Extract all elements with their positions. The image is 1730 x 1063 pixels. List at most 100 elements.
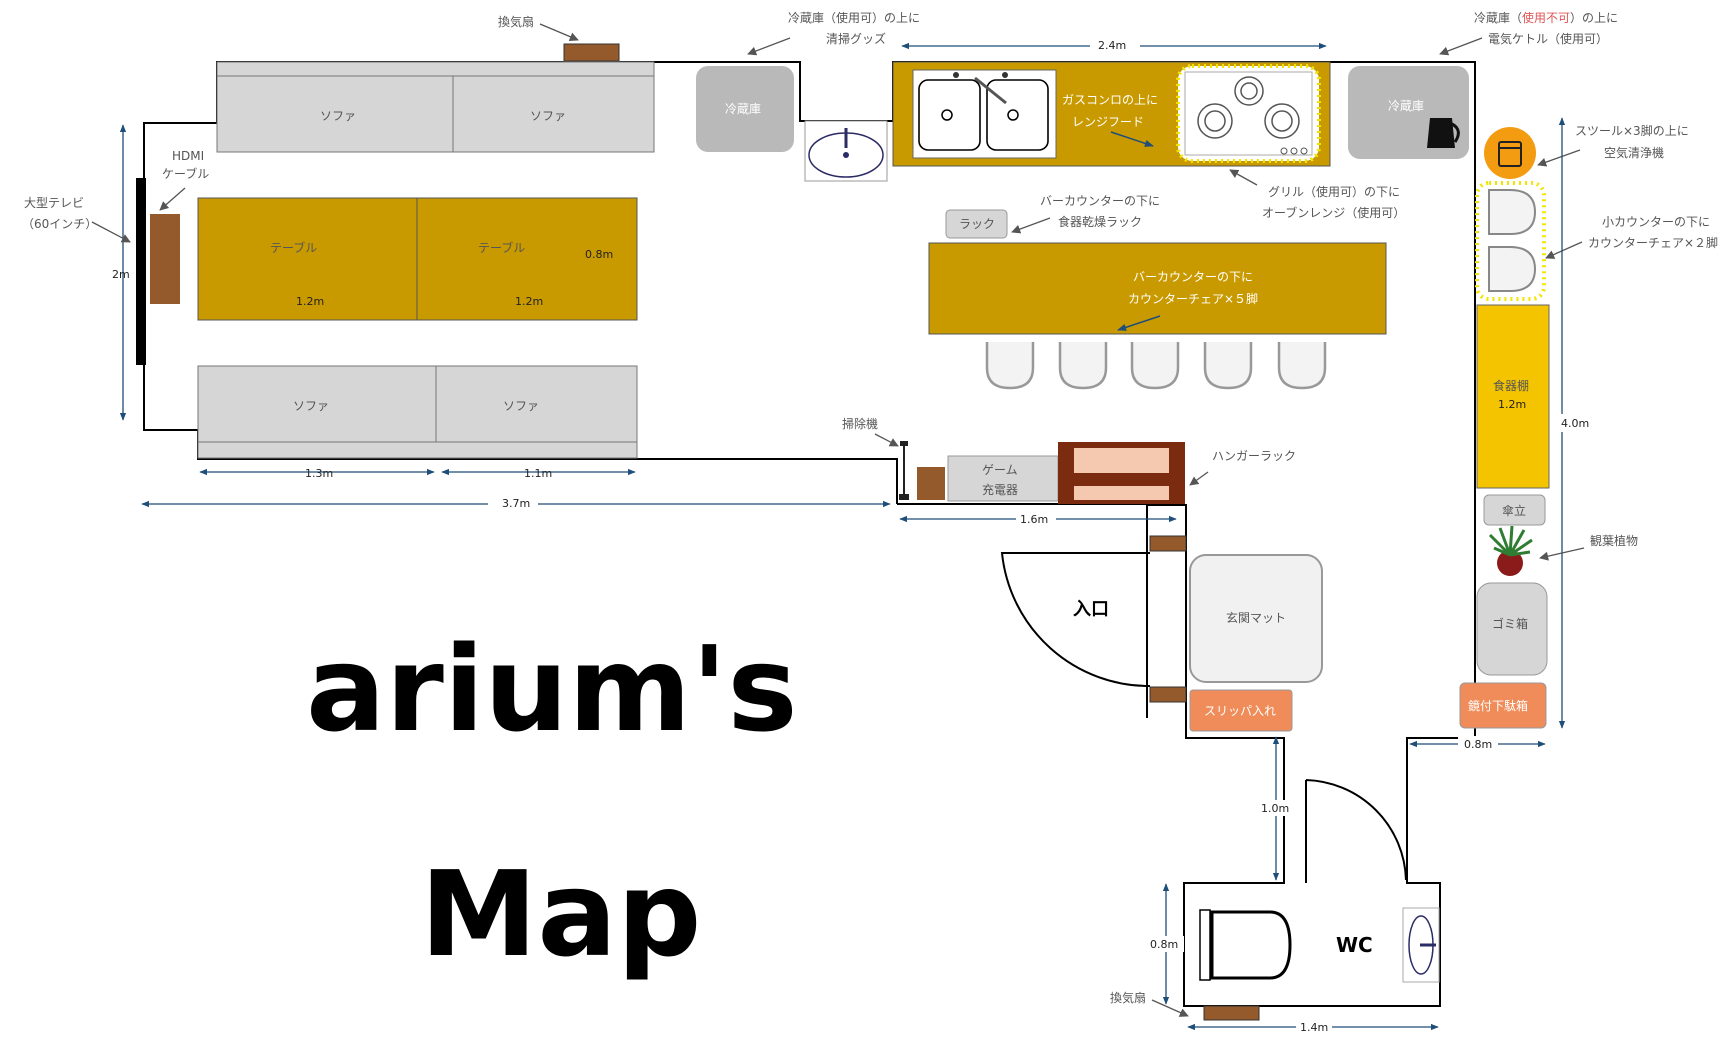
- entrance-mat: [1189, 554, 1323, 683]
- fridge-1: [696, 66, 794, 152]
- slipper-label: スリッパ入れ: [1204, 704, 1276, 718]
- fridge-note-2-pre: 冷蔵庫（: [1474, 11, 1522, 25]
- dim-hall: 1.6m: [1020, 513, 1048, 526]
- tv-label-1: 大型テレビ: [24, 196, 84, 210]
- dim-cupboard: 1.2m: [1498, 398, 1526, 411]
- sofa-back: [216, 61, 655, 77]
- map-title-line-2: Map: [420, 845, 702, 983]
- plant-icon: [1488, 525, 1533, 576]
- grill-label-1: グリル（使用可）の下に: [1268, 184, 1400, 199]
- dim-right: 4.0m: [1561, 417, 1589, 430]
- kettle-icon: [1427, 118, 1460, 148]
- dim-kitchen: 2.4m: [1098, 39, 1126, 52]
- bar-area: ラック バーカウンターの下に 食器乾燥ラック バーカウンターの下に カウンターチ…: [928, 194, 1387, 390]
- tv-label-2: （60インチ）: [22, 217, 97, 231]
- fridge-note-1b: 清掃グッズ: [826, 31, 886, 46]
- dim-room: 3.7m: [502, 497, 530, 510]
- dim-table-w: 1.2m: [515, 295, 543, 308]
- sofa-back: [197, 441, 638, 459]
- sofa-1: [216, 75, 454, 153]
- dim-sofa-2: 1.1m: [524, 467, 552, 480]
- shoebox: [1459, 682, 1547, 729]
- door-jamb: [1149, 686, 1187, 703]
- small-counter-label-1: 小カウンターの下に: [1602, 215, 1710, 229]
- table-label: テーブル: [478, 240, 525, 255]
- umbrella-stand: [1483, 494, 1546, 526]
- sofa-label: ソファ: [503, 399, 539, 413]
- wash-basin: [804, 120, 888, 182]
- stool-label-1: スツール×3脚の上に: [1575, 123, 1689, 138]
- vent-fan: [563, 43, 620, 62]
- door-jamb: [1149, 535, 1187, 552]
- bar-chair: [1203, 342, 1253, 390]
- hdmi-label-1: HDMI: [172, 149, 204, 163]
- shoebox-label: 鏡付下駄箱: [1468, 698, 1528, 713]
- bar-chair: [1277, 342, 1327, 390]
- stool-label-2: 空気清浄機: [1604, 145, 1664, 160]
- kitchen: 冷蔵庫 ガスコンロの上に レンジフード: [696, 61, 1469, 220]
- wc-door[interactable]: [1305, 779, 1407, 883]
- dim-tv: 2m: [112, 268, 130, 281]
- hdmi-label-2: ケーブル: [162, 166, 209, 181]
- toilet-icon: [1199, 909, 1292, 981]
- fridge-note-2-red: 使用不可: [1522, 10, 1570, 25]
- hanger-rack: [1058, 442, 1185, 504]
- sofa-label: ソファ: [320, 109, 356, 123]
- wc: WC 0.8m 換気扇 1.4m: [1110, 779, 1440, 1035]
- rack-label: ラック: [959, 217, 995, 231]
- dim-wc-height: 0.8m: [1150, 938, 1178, 951]
- fridge-label: 冷蔵庫: [725, 102, 761, 116]
- dim-corridor-width: 0.8m: [1464, 738, 1492, 751]
- wc-label: WC: [1336, 933, 1373, 957]
- cupboard-label: 食器棚: [1493, 378, 1529, 393]
- dim-sofa-1: 1.3m: [305, 467, 333, 480]
- wc-basin: [1402, 907, 1440, 983]
- rack: [945, 209, 1008, 239]
- grill-label-2: オーブンレンジ（使用可）: [1262, 205, 1405, 220]
- fridge-note-2-post: ）の上に: [1570, 11, 1618, 25]
- hood-label-1: ガスコンロの上に: [1062, 93, 1158, 107]
- hanger-label: ハンガーラック: [1212, 449, 1296, 463]
- small-counter-chairs: [1475, 181, 1546, 301]
- tables: テーブル テーブル 1.2m 1.2m 0.8m: [197, 197, 638, 321]
- fan-wc-label: 換気扇: [1110, 990, 1146, 1005]
- dim-table-w: 1.2m: [296, 295, 324, 308]
- bar-chairs: [985, 342, 1327, 390]
- dim-corridor-height: 1.0m: [1261, 802, 1289, 815]
- sofa-4: [435, 365, 638, 443]
- sofa-label: ソファ: [530, 109, 566, 123]
- fridge-note-1: 冷蔵庫（使用可）の上に: [788, 10, 920, 25]
- tv-area: 2m 大型テレビ （60インチ） HDMI ケーブル: [22, 124, 209, 421]
- vent-fan-wc: [1203, 1005, 1260, 1021]
- bar-chair: [985, 342, 1035, 390]
- top-notes: 換気扇 冷蔵庫（使用可）の上に 清掃グッズ 冷蔵庫（使用不可）の上に 電気ケトル…: [498, 10, 1618, 62]
- trash-label: ゴミ箱: [1492, 616, 1528, 631]
- sofas-top: ソファ ソファ: [216, 61, 655, 153]
- hood-label-2: レンジフード: [1072, 115, 1144, 129]
- entrance-label: 入口: [1073, 599, 1109, 620]
- sofas-bottom: ソファ ソファ 1.3m 1.1m 3.7m: [141, 365, 891, 510]
- umbrella-label: 傘立: [1502, 503, 1526, 518]
- game-label-2: 充電器: [982, 482, 1018, 497]
- rack-note-2: 食器乾燥ラック: [1058, 214, 1142, 229]
- game-charger: [947, 455, 1059, 502]
- sink: [912, 69, 1057, 159]
- tv: [136, 178, 146, 365]
- fridge-note-2: 冷蔵庫（使用不可）の上に: [1474, 10, 1618, 25]
- trash-bin: [1476, 582, 1548, 676]
- plant-label: 観葉植物: [1590, 533, 1638, 548]
- bar-counter: [928, 242, 1387, 335]
- fridge-note-2b: 電気ケトル（使用可）: [1488, 31, 1608, 46]
- cupboard: [1476, 304, 1550, 489]
- tv-stand: [150, 214, 180, 304]
- sofa-2: [452, 75, 655, 153]
- bar-label-1: バーカウンターの下に: [1133, 270, 1253, 284]
- entrance-door[interactable]: [1000, 552, 1151, 688]
- mat-label: 玄関マット: [1226, 610, 1286, 625]
- small-counter-label-2: カウンターチェア×２脚: [1588, 235, 1718, 250]
- map-title-line-1: arium's: [306, 620, 798, 758]
- bar-label-2: カウンターチェア×５脚: [1128, 291, 1258, 306]
- cleaner-label: 掃除機: [842, 416, 878, 431]
- dim-wc-width: 1.4m: [1300, 1021, 1328, 1034]
